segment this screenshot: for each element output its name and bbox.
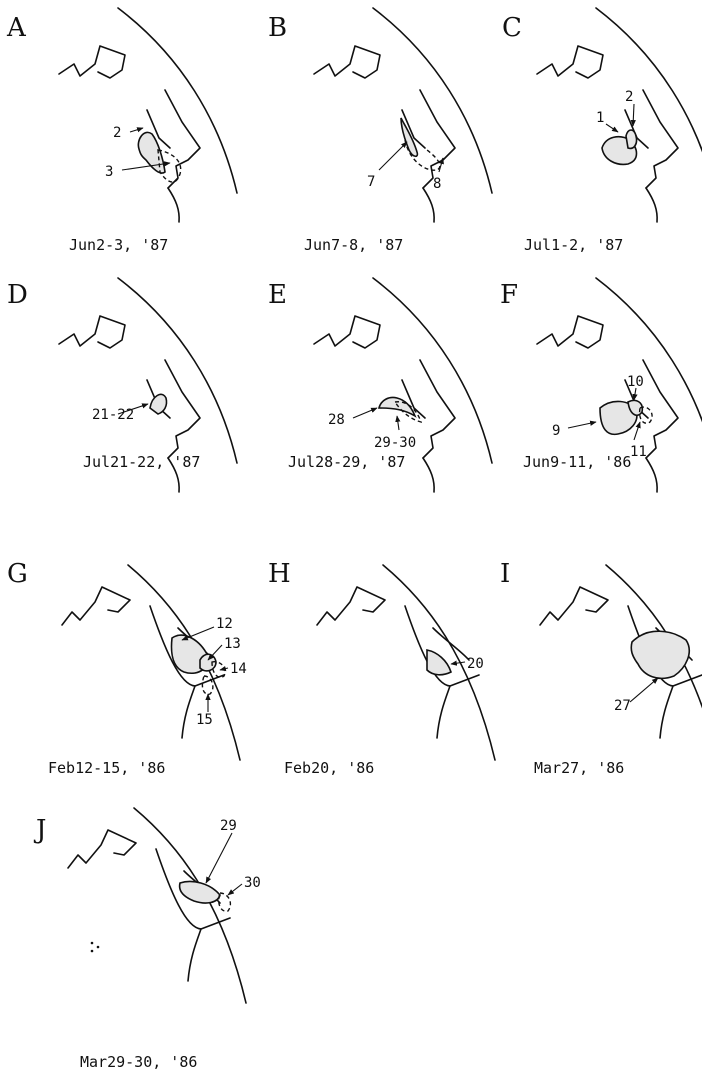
panel-g: G 12 13 14 15 Feb12-15, '86 (7, 559, 247, 777)
panel-c-date: Jul1-2, '87 (524, 236, 623, 254)
panel-j-letter: J (33, 815, 46, 845)
panel-f-arrow-11 (634, 422, 640, 440)
panel-d: D 21-22 Jul21-22, '87 (7, 278, 237, 492)
panel-c-outline (537, 8, 702, 222)
panel-f: F 9 10 11 Jun9-11, '86 (500, 278, 702, 492)
panel-j-date: Mar29-30, '86 (80, 1053, 197, 1071)
panel-a: A 2 3 Jun2-3, '87 (6, 8, 237, 254)
panel-f-label-10: 10 (627, 374, 644, 390)
panel-g-label-13: 13 (224, 636, 241, 652)
panel-a-date: Jun2-3, '87 (69, 236, 168, 254)
panel-e: E 28 29-30 Jul28-29, '87 (268, 278, 492, 492)
panel-i-letter: I (500, 559, 510, 589)
panel-b-arrow-8 (439, 158, 443, 172)
panel-f-arrow-9 (568, 422, 596, 428)
panel-g-region-15 (202, 676, 212, 694)
panel-e-arrow-28 (353, 408, 377, 418)
panel-c-arrow-1 (606, 124, 618, 132)
panel-j-label-30: 30 (244, 875, 261, 891)
panel-a-letter: A (6, 13, 27, 43)
panel-g-region-13 (200, 654, 216, 671)
panel-g-date: Feb12-15, '86 (48, 759, 165, 777)
panel-f-label-11: 11 (630, 444, 647, 460)
panel-b-label-8: 8 (433, 176, 441, 192)
panel-b-arrow-7 (379, 142, 407, 170)
panel-a-outline (59, 8, 237, 222)
panel-h-arrow (451, 662, 465, 664)
panel-h-date: Feb20, '86 (284, 759, 374, 777)
panel-b-letter: B (268, 13, 287, 43)
panel-i-date: Mar27, '86 (534, 759, 624, 777)
panel-j-label-29: 29 (220, 818, 237, 834)
panel-h: H 20 Feb20, '86 (268, 559, 495, 777)
panel-d-label: 21-22 (92, 407, 134, 423)
panel-f-label-9: 9 (552, 423, 560, 439)
panel-i-region-27 (631, 631, 689, 678)
panel-g-label-12: 12 (216, 616, 233, 632)
panel-j-dot (91, 950, 94, 953)
panel-i-arrow (630, 678, 658, 702)
panel-b-outline (314, 8, 492, 222)
panel-h-letter: H (268, 559, 291, 589)
panel-h-label: 20 (467, 656, 484, 672)
panel-d-letter: D (7, 280, 28, 310)
panel-c-label-2: 2 (625, 89, 633, 105)
panel-c-label-1: 1 (596, 110, 604, 126)
panel-b-date: Jun7-8, '87 (304, 236, 403, 254)
panel-g-letter: G (7, 559, 28, 589)
panel-d-date: Jul21-22, '87 (83, 453, 200, 471)
panel-j-dot (91, 942, 94, 945)
panel-g-arrow-12 (182, 627, 214, 640)
panel-e-letter: E (268, 280, 287, 310)
panel-b-label-7: 7 (367, 174, 375, 190)
panel-e-arrow-29-30 (397, 416, 399, 430)
panel-a-label-2: 2 (113, 125, 121, 141)
panel-c-letter: C (502, 13, 522, 43)
panel-h-region-20 (427, 650, 451, 675)
panel-e-label-28: 28 (328, 412, 345, 428)
panel-j-dot (97, 946, 100, 949)
panel-d-region-21-22 (150, 394, 167, 414)
panel-j-arrow-30 (228, 884, 242, 895)
panel-c: C 1 2 Jul1-2, '87 (502, 8, 702, 254)
panel-g-label-15: 15 (196, 712, 213, 728)
panel-e-label-29-30: 29-30 (374, 435, 416, 451)
panel-a-arrow-2 (130, 128, 143, 132)
panel-e-region-28 (379, 397, 415, 416)
panel-i-label: 27 (614, 698, 631, 714)
panel-c-region-2 (626, 130, 637, 148)
panel-j-region-29 (180, 882, 220, 904)
panel-c-arrow-2 (633, 104, 634, 126)
panel-b-region-7 (401, 118, 417, 156)
panel-g-label-14: 14 (230, 661, 247, 677)
panel-b: B 7 8 Jun7-8, '87 (268, 8, 492, 254)
panel-f-date: Jun9-11, '86 (523, 453, 631, 471)
panel-j: J 29 30 Mar29-30, '86 (33, 808, 261, 1071)
panel-i: I 27 Mar27, '86 (500, 559, 702, 777)
panel-a-label-3: 3 (105, 164, 113, 180)
panel-e-date: Jul28-29, '87 (288, 453, 405, 471)
panel-f-letter: F (500, 280, 518, 310)
panel-j-arrow-29 (206, 833, 232, 883)
